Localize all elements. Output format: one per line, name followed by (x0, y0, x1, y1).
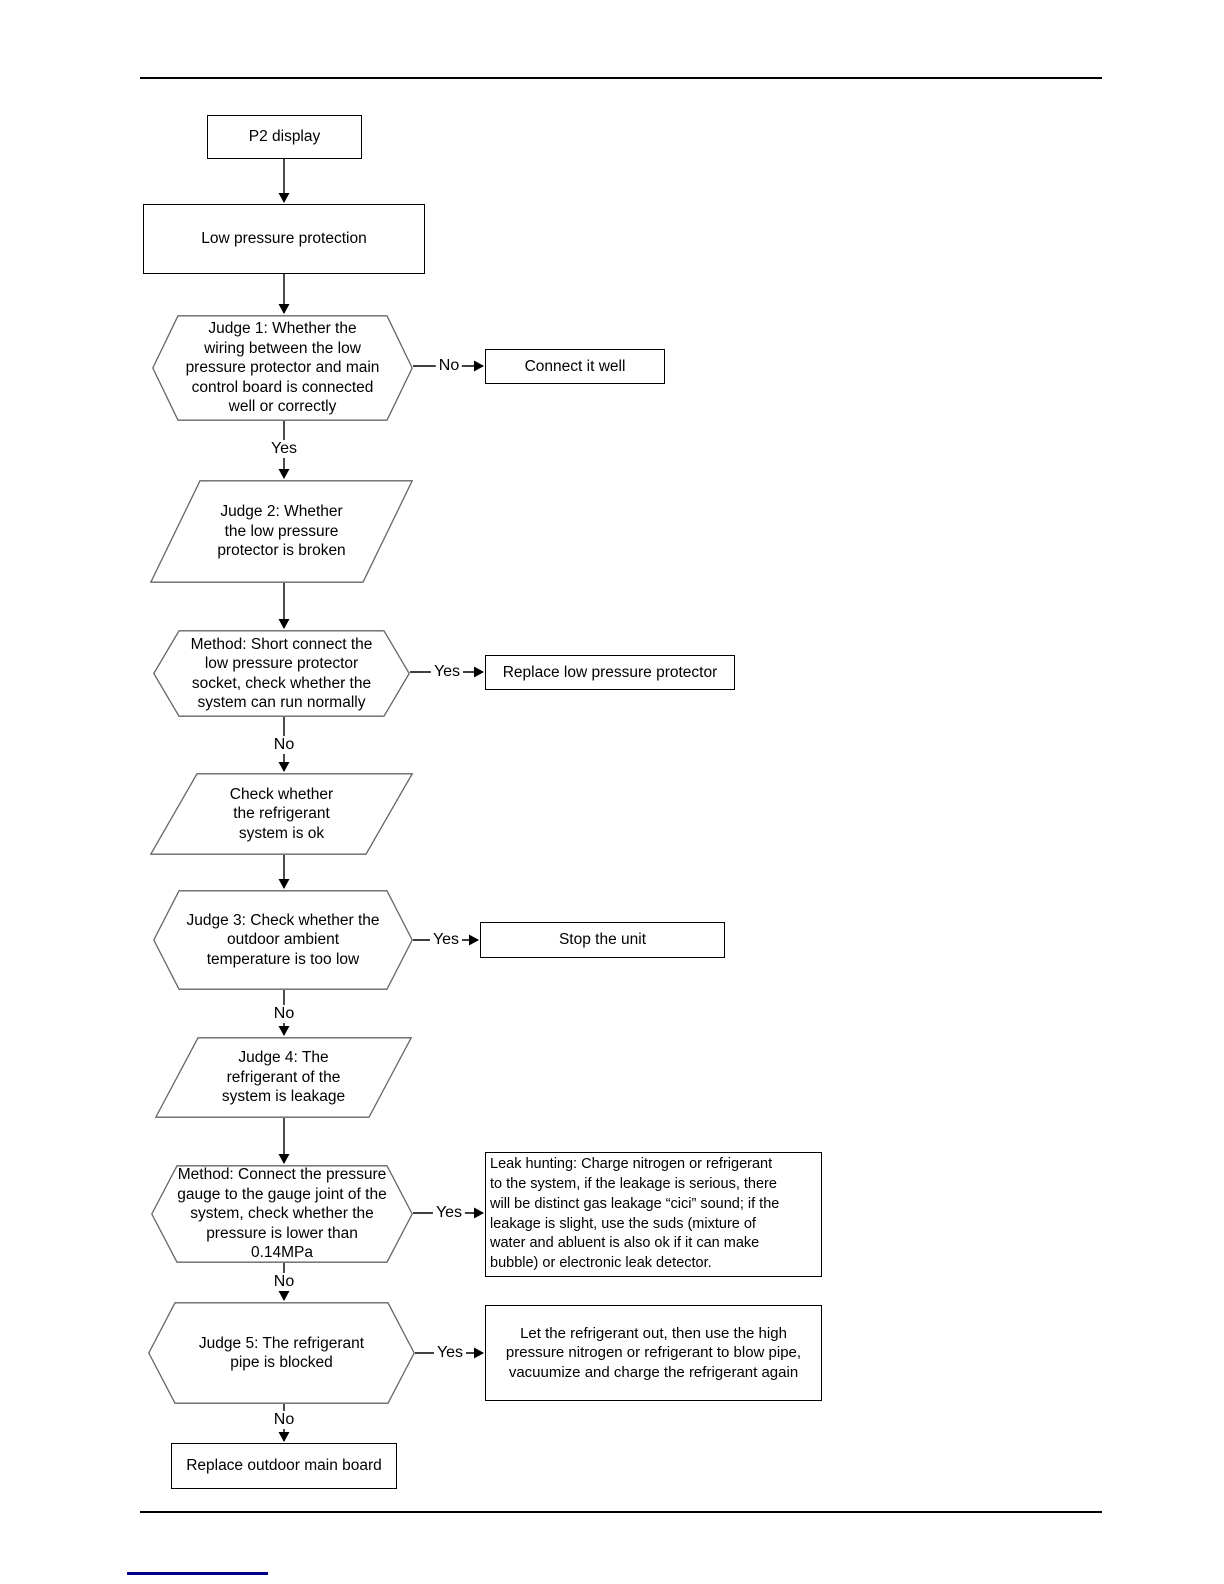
node-p2-display-label: P2 display (248, 128, 321, 146)
edge-label-judge5-yes: Yes (433, 1344, 467, 1362)
edge-label-method1-no: No (270, 736, 298, 754)
node-judge4: Judge 4: The refrigerant of the system i… (155, 1037, 412, 1118)
node-method1: Method: Short connect the low pressure p… (153, 630, 410, 717)
node-method1-label: Method: Short connect the low pressure p… (190, 635, 373, 712)
node-connect-it-well-label: Connect it well (524, 357, 626, 375)
node-low-pressure-protection: Low pressure protection (143, 204, 425, 274)
node-leak-hunting-label: Leak hunting: Charge nitrogen or refrige… (490, 1156, 780, 1272)
node-judge2-label: Judge 2: Whether the low pressure protec… (217, 503, 346, 560)
node-method2: Method: Connect the pressure gauge to th… (151, 1165, 413, 1263)
node-judge1-label: Judge 1: Whether the wiring between the … (185, 320, 380, 416)
node-replace-outdoor-main-board-label: Replace outdoor main board (186, 1457, 382, 1475)
hexagon-shape (153, 630, 410, 717)
node-judge5-label: Judge 5: The refrigerant pipe is blocked (198, 1334, 365, 1372)
node-p2-display: P2 display (207, 115, 362, 159)
node-replace-low-pressure-protector: Replace low pressure protector (485, 655, 735, 690)
edge-label-method2-no: No (270, 1273, 298, 1291)
node-let-refrigerant-out: Let the refrigerant out, then use the hi… (485, 1305, 822, 1401)
node-stop-the-unit: Stop the unit (480, 922, 725, 958)
parallelogram-shape (150, 480, 413, 583)
page-bottom-rule (140, 1511, 1102, 1513)
edge-label-judge1-no: No (435, 357, 463, 375)
node-method2-label: Method: Connect the pressure gauge to th… (177, 1166, 387, 1262)
edge-label-method1-yes: Yes (430, 663, 464, 681)
edge-label-judge1-yes: Yes (267, 440, 301, 458)
node-judge3: Judge 3: Check whether the outdoor ambie… (153, 890, 413, 990)
node-check-refrigerant-label: Check whether the refrigerant system is … (229, 785, 334, 842)
parallelogram-shape (150, 773, 413, 855)
hexagon-shape (152, 315, 413, 421)
node-low-pressure-protection-label: Low pressure protection (201, 230, 367, 248)
footer-link-underline[interactable] (127, 1572, 268, 1575)
hexagon-shape (148, 1302, 415, 1404)
node-judge3-label: Judge 3: Check whether the outdoor ambie… (186, 911, 380, 968)
hexagon-shape (153, 890, 413, 990)
edge-label-judge3-yes: Yes (429, 931, 463, 949)
node-judge5: Judge 5: The refrigerant pipe is blocked (148, 1302, 415, 1404)
node-check-refrigerant: Check whether the refrigerant system is … (150, 773, 413, 855)
node-replace-outdoor-main-board: Replace outdoor main board (171, 1443, 397, 1489)
node-connect-it-well: Connect it well (485, 349, 665, 384)
parallelogram-shape (155, 1037, 412, 1118)
hexagon-shape (151, 1165, 413, 1263)
edge-label-judge5-no: No (270, 1411, 298, 1429)
node-judge1: Judge 1: Whether the wiring between the … (152, 315, 413, 421)
node-judge2: Judge 2: Whether the low pressure protec… (150, 480, 413, 583)
page-top-rule (140, 77, 1102, 79)
node-leak-hunting: Leak hunting: Charge nitrogen or refrige… (485, 1152, 822, 1277)
node-let-refrigerant-out-label: Let the refrigerant out, then use the hi… (505, 1324, 802, 1381)
node-replace-low-pressure-protector-label: Replace low pressure protector (502, 663, 718, 681)
edge-label-judge3-no: No (270, 1005, 298, 1023)
node-judge4-label: Judge 4: The refrigerant of the system i… (221, 1049, 346, 1106)
edge-label-method2-yes: Yes (432, 1204, 466, 1222)
node-stop-the-unit-label: Stop the unit (558, 931, 647, 949)
